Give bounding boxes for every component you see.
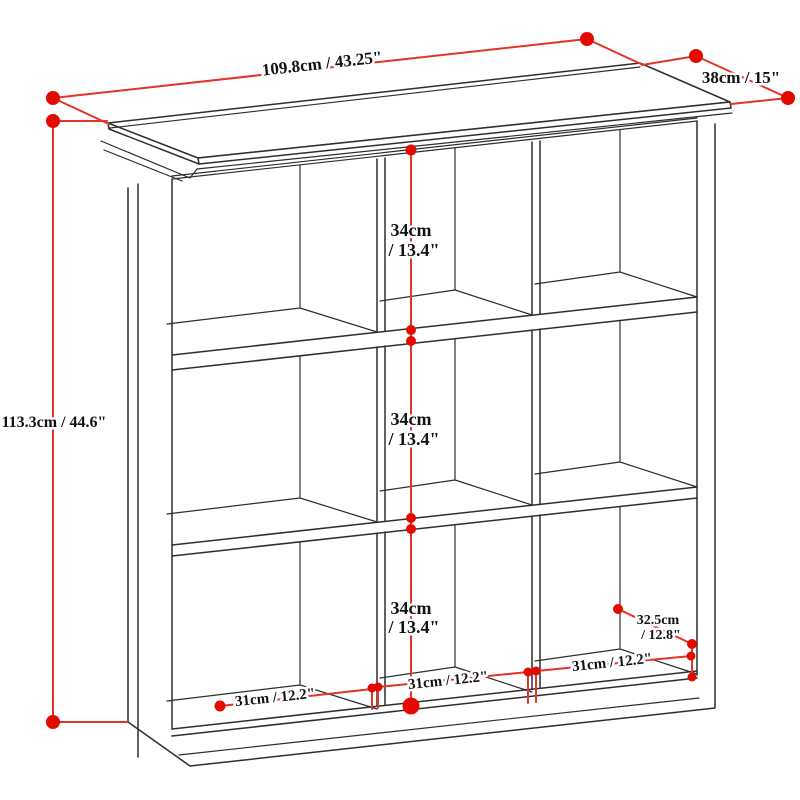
cube-interior-center-bottom <box>379 524 533 693</box>
cube-height-row2-cm: 34cm <box>391 409 432 429</box>
molding-line <box>196 112 733 170</box>
cube-height-row1-inch: / 13.4" <box>388 240 440 260</box>
dividers-row-2 <box>376 328 541 523</box>
shelf-1 <box>171 296 698 371</box>
cube-interior-lines <box>166 129 698 710</box>
cube-depth-dimension-line <box>617 608 693 678</box>
dividers-row-1 <box>376 140 541 333</box>
dimension-dots <box>46 32 795 729</box>
top-surface-inner-line <box>109 66 641 129</box>
bookcase-line-art <box>100 62 733 767</box>
cube-interior-center-middle <box>379 338 533 506</box>
cube-height-row1-cm: 34cm <box>391 220 432 240</box>
overall-height-label: 113.3cm / 44.6" <box>2 414 107 431</box>
dividers-row-3 <box>376 514 541 707</box>
depth-dimension-line <box>641 55 789 105</box>
carcass-top-edge <box>171 117 698 180</box>
cube-interior-right-top <box>534 129 698 298</box>
carcass-outline <box>127 123 716 767</box>
width-dimension-line <box>52 38 642 125</box>
top-front-edge <box>197 101 732 165</box>
height-dimension-line <box>52 120 128 723</box>
cube-interior-left-top <box>166 164 378 333</box>
overall-width-label: 109.8cm / 43.25" <box>261 47 383 79</box>
shelf-2 <box>171 486 698 557</box>
cube-height-row2-inch: / 13.4" <box>388 429 440 449</box>
cube-depth-inch: / 12.8" <box>640 628 681 643</box>
top-surface <box>107 62 731 159</box>
cube-width-right-line <box>535 655 692 672</box>
cube-interior-right-bottom <box>534 506 698 675</box>
cube-width-left-label: 31cm / 12.2" <box>234 686 316 710</box>
dimension-annotations <box>46 32 795 729</box>
cube-interior-center-top <box>379 147 533 316</box>
molding-left-fan-1 <box>100 140 191 179</box>
cube-height-row3-cm: 34cm <box>391 598 432 618</box>
cube-interior-right-middle <box>534 320 698 488</box>
cube-depth-cm: 32.5cm <box>637 613 680 628</box>
molding-left-fan-2 <box>103 149 183 182</box>
cube-interior-left-middle <box>166 356 378 523</box>
cube-height-row3-inch: / 13.4" <box>388 617 440 637</box>
plinth-step-line <box>178 697 700 756</box>
dimension-labels: 109.8cm / 43.25" 38cm / 15" 113.3cm / 44… <box>0 45 783 713</box>
top-left-edge <box>107 122 200 165</box>
cube-interior-left-bottom <box>166 542 378 710</box>
bottom-rail <box>171 670 698 737</box>
overall-depth-label: 38cm / 15" <box>702 68 780 87</box>
